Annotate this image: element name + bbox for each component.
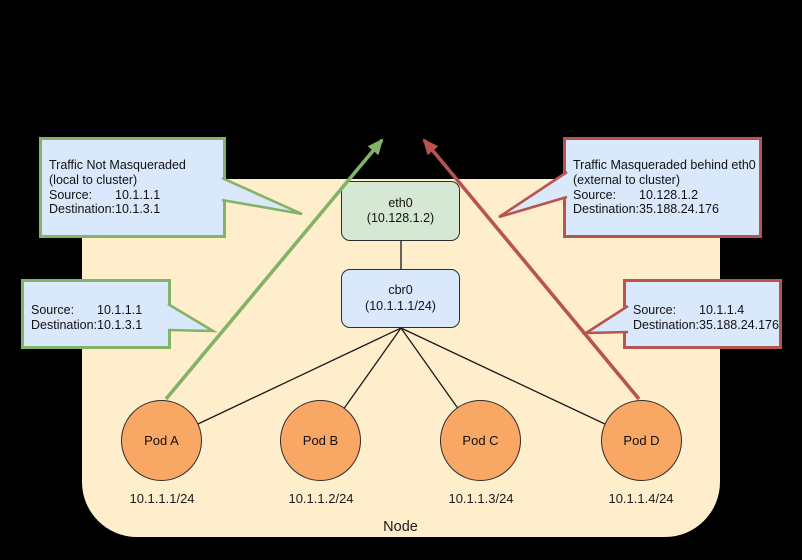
callout-tl-line1: Traffic Not Masqueraded	[49, 157, 186, 172]
pod-d-circle: Pod D	[601, 400, 682, 481]
callout-tr-destination-row: Destination:35.188.24.176	[573, 202, 754, 217]
callout-traffic-masqueraded: Traffic Masqueraded behind eth0 (externa…	[563, 137, 762, 238]
source-value: 10.128.1.2	[639, 187, 699, 202]
callout-tr-line1: Traffic Masqueraded behind eth0	[573, 157, 756, 172]
eth0-address: (10.128.1.2)	[366, 211, 435, 225]
source-label: Source:	[31, 302, 75, 317]
pod-c-cidr: 10.1.1.3/24	[448, 491, 514, 506]
callout-tl-source-row: Source: 10.1.1.1	[49, 188, 218, 203]
source-value: 10.1.1.1	[115, 187, 161, 202]
pod-d-cidr: 10.1.1.4/24	[608, 491, 674, 506]
cbr0-address: (10.1.1.1/24)	[365, 298, 436, 313]
callout-tl-destination-row: Destination:10.1.3.1	[49, 202, 218, 217]
callout-tr-source-row: Source: 10.128.1.2	[573, 188, 754, 203]
source-label: Source:	[49, 187, 93, 202]
destination-value: 35.188.24.176	[639, 202, 719, 217]
cbr0-box: cbr0 (10.1.1.1/24)	[341, 269, 460, 328]
source-value: 10.1.1.1	[97, 302, 143, 317]
callout-external-packet: Source: 10.1.1.4 Destination:35.188.24.17…	[623, 279, 782, 349]
pod-a-label: Pod A	[144, 433, 179, 448]
callout-tr-line2: (external to cluster)	[573, 172, 680, 187]
pod-b-cidr: 10.1.1.2/24	[288, 491, 354, 506]
callout-bl-source-row: Source: 10.1.1.1	[31, 303, 163, 318]
pod-a-cidr: 10.1.1.1/24	[129, 491, 195, 506]
callout-local-packet: Source: 10.1.1.1 Destination:10.1.3.1	[21, 279, 171, 349]
pod-b-circle: Pod B	[280, 400, 361, 481]
source-label: Source:	[573, 187, 617, 202]
destination-value: 10.1.3.1	[115, 202, 161, 217]
source-label: Source:	[633, 302, 677, 317]
destination-label: Destination:	[633, 317, 700, 332]
destination-label: Destination:	[49, 202, 116, 217]
pod-c-label: Pod C	[462, 433, 499, 448]
cbr0-name: cbr0	[388, 283, 413, 297]
callout-br-destination-row: Destination:35.188.24.176	[633, 317, 779, 333]
callout-traffic-not-masqueraded: Traffic Not Masqueraded (local to cluste…	[39, 137, 226, 238]
callout-br-source-row: Source: 10.1.1.4	[633, 303, 774, 318]
pod-c-circle: Pod C	[440, 400, 521, 481]
node-label: Node	[383, 519, 418, 535]
callout-tl-line2: (local to cluster)	[49, 172, 138, 187]
eth0-name: eth0	[388, 195, 413, 210]
pod-d-label: Pod D	[623, 433, 660, 448]
destination-value: 10.1.3.1	[97, 317, 143, 332]
callout-bl-destination-row: Destination:10.1.3.1	[31, 318, 163, 333]
destination-label: Destination:	[31, 317, 98, 332]
pod-a-circle: Pod A	[121, 400, 202, 481]
destination-label: Destination:	[573, 202, 640, 217]
source-value: 10.1.1.4	[699, 302, 745, 317]
eth0-box: eth0 (10.128.1.2)	[341, 181, 460, 241]
destination-value: 35.188.24.176	[699, 317, 779, 332]
pod-b-label: Pod B	[302, 433, 339, 448]
